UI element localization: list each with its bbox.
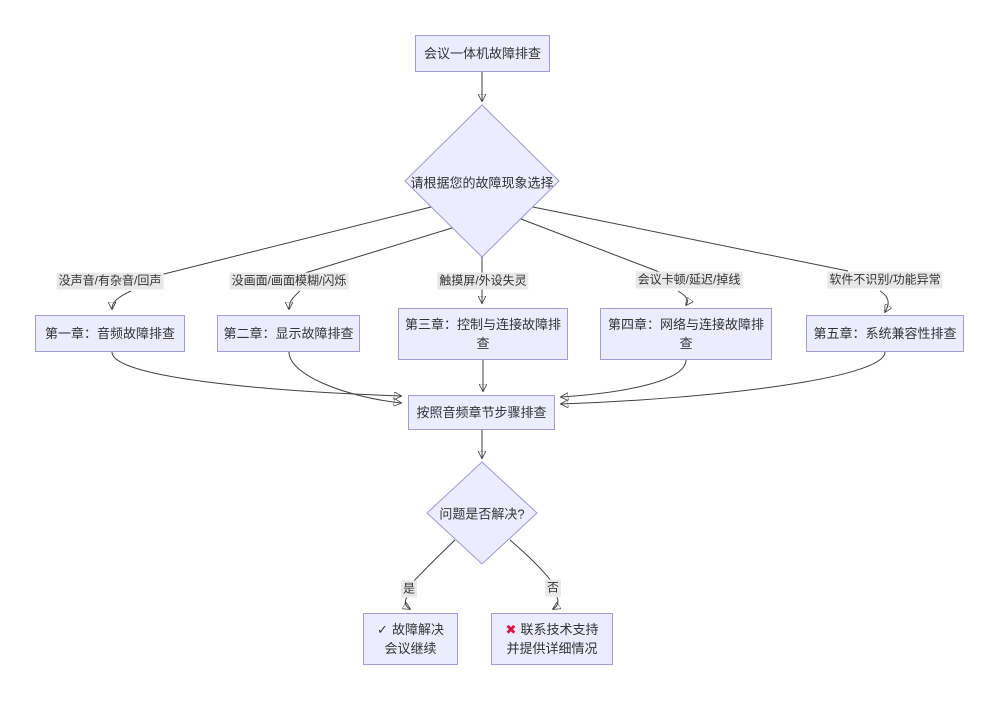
- edge-label-software: 软件不识别/功能异常: [827, 271, 943, 289]
- cross-icon: ✖: [505, 622, 517, 637]
- edge-decision-display-arrow: [289, 290, 301, 309]
- edge-label-display: 没画面/画面模糊/闪烁: [229, 272, 349, 290]
- edge-decision-yes-line: [411, 539, 456, 584]
- node-resolved-line1: ✓故障解决: [377, 620, 444, 639]
- node-resolved-line2: 会议继续: [384, 641, 437, 656]
- edge-decision-network-line: [520, 218, 663, 274]
- node-start: 会议一体机故障排查: [415, 35, 550, 72]
- edge-decision-software-line: [532, 206, 849, 272]
- node-chapter4-label: 第四章：网络与连接故障排查: [607, 317, 764, 351]
- edge-decision-audio-arrow: [112, 290, 132, 309]
- node-follow-steps-label: 按照音频章节步骤排查: [416, 405, 547, 420]
- node-resolved: ✓故障解决 会议继续: [363, 613, 458, 665]
- edge-label-audio: 没声音/有杂音/回声: [56, 272, 164, 290]
- node-chapter3-control: 第三章：控制与连接故障排查: [398, 308, 568, 360]
- node-contact-support: ✖联系技术支持 并提供详细情况: [491, 613, 613, 665]
- edge-decision-no-line: [509, 539, 553, 583]
- edge-decision-display-line: [304, 227, 453, 274]
- node-start-label: 会议一体机故障排查: [423, 46, 541, 61]
- edge-chapter4-follow: [561, 359, 687, 397]
- node-chapter2-display: 第二章：显示故障排查: [217, 315, 360, 352]
- edge-chapter2-follow: [288, 351, 401, 403]
- node-chapter2-label: 第二章：显示故障排查: [223, 326, 354, 341]
- check-icon: ✓: [377, 622, 388, 637]
- edge-decision-no-arrow: [553, 596, 558, 609]
- node-chapter1-label: 第一章：音频故障排查: [44, 326, 175, 341]
- edge-decision-network-arrow: [677, 290, 687, 305]
- node-chapter5-system: 第五章：系统兼容性排查: [806, 315, 964, 352]
- edge-decision-software-arrow: [879, 290, 888, 312]
- node-resolved-text1: 故障解决: [391, 622, 444, 637]
- decision-resolved-diamond: [426, 461, 538, 565]
- node-follow-steps: 按照音频章节步骤排查: [408, 395, 555, 430]
- edge-chapter1-follow: [111, 351, 401, 396]
- decision-resolved-label: 问题是否解决?: [439, 506, 525, 522]
- node-contact-support-line1: ✖联系技术支持: [506, 620, 599, 639]
- node-chapter4-network: 第四章：网络与连接故障排查: [600, 308, 772, 360]
- edge-chapter5-follow: [561, 351, 886, 404]
- edge-label-network: 会议卡顿/延迟/掉线: [635, 271, 743, 289]
- node-contact-support-text1: 联系技术支持: [520, 622, 599, 637]
- node-chapter3-label: 第三章：控制与连接故障排查: [404, 317, 561, 351]
- edge-decision-audio-line: [151, 206, 432, 278]
- node-chapter5-label: 第五章：系统兼容性排查: [813, 326, 957, 341]
- edge-label-touch: 触摸屏/外设失灵: [437, 272, 529, 290]
- node-contact-support-line2: 并提供详细情况: [506, 641, 598, 656]
- edge-decision-yes-arrow: [405, 596, 410, 609]
- edge-label-yes: 是: [400, 580, 418, 598]
- node-chapter1-audio: 第一章：音频故障排查: [35, 315, 185, 352]
- edge-label-no: 否: [544, 579, 562, 597]
- decision-symptom-label: 请根据您的故障现象选择: [410, 175, 554, 191]
